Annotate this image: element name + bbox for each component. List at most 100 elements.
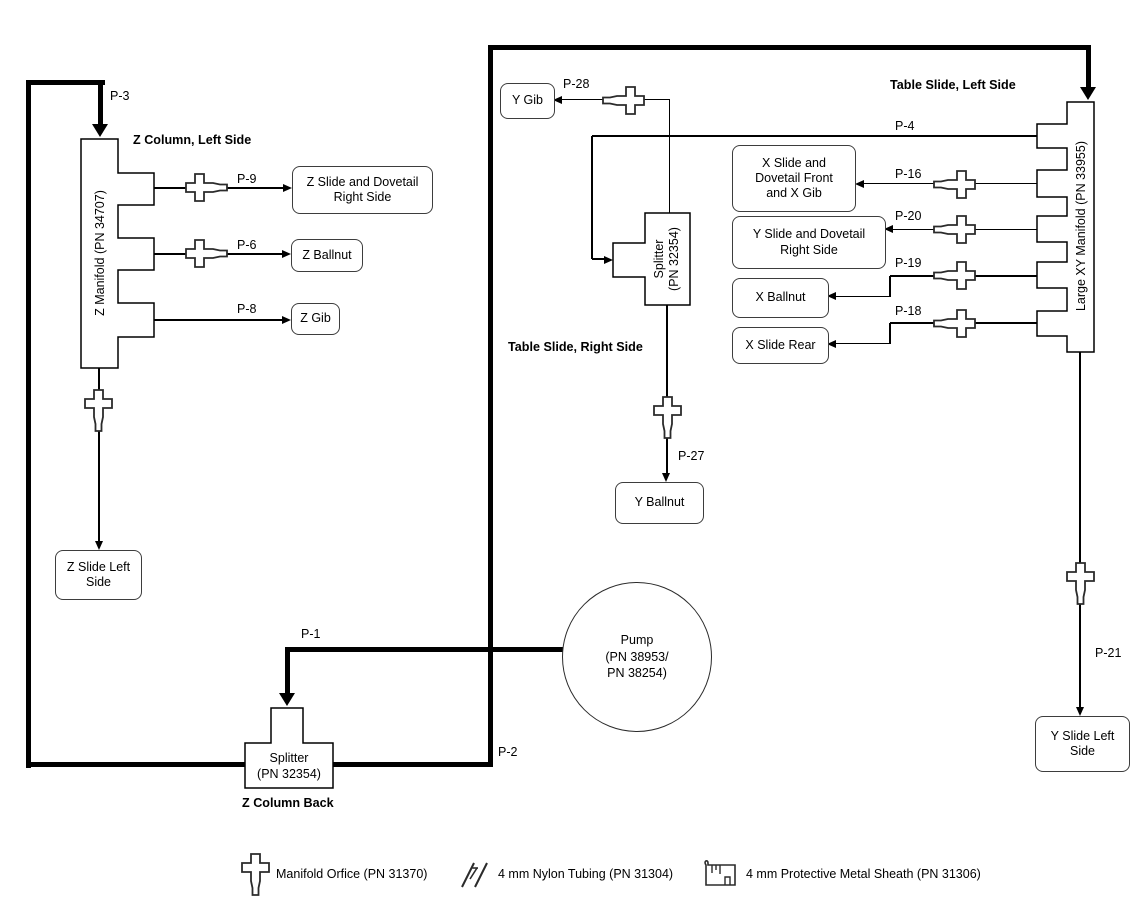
legend-label-manifold-orifice: Manifold Orfice (PN 31370) <box>276 867 428 881</box>
endpoint-label: and X Gib <box>766 186 822 201</box>
endpoint-y-slide-left: Y Slide Left Side <box>1035 716 1130 772</box>
pump-label-line2: (PN 38953/ <box>605 649 669 664</box>
endpoint-x-slide-rear: X Slide Rear <box>732 327 829 364</box>
pipe-label-p3: P-3 <box>110 89 130 103</box>
p8-arrowhead <box>282 315 291 324</box>
manifold-orifice-icon <box>933 215 976 244</box>
endpoint-label: Y Slide Left <box>1050 728 1115 743</box>
endpoint-z-slide-left: Z Slide Left Side <box>55 550 142 600</box>
endpoint-label: Z Slide Left <box>66 559 131 574</box>
pipe-p3-vertical <box>97 80 103 125</box>
pipe-label-p19: P-19 <box>895 256 922 270</box>
endpoint-x-ballnut: X Ballnut <box>732 278 829 318</box>
endpoint-label: Right Side <box>333 190 392 204</box>
pipe-p18-line-b <box>889 322 891 344</box>
splitter-z-back-shape <box>244 707 334 789</box>
endpoint-z-ballnut: Z Ballnut <box>291 239 363 272</box>
endpoint-label: X Slide Rear <box>745 337 816 352</box>
endpoint-label: Right Side <box>780 242 838 257</box>
splitter-z-back-label-line2: (PN 32354) <box>257 767 321 781</box>
pipe-label-p16: P-16 <box>895 167 922 181</box>
section-label-z-column-back: Z Column Back <box>242 796 334 810</box>
pump-label-line3: PN 38254) <box>607 666 667 681</box>
endpoint-label: Z Slide and Dovetail <box>306 174 419 189</box>
endpoint-x-slide-front: X Slide and Dovetail Front and X Gib <box>732 145 856 212</box>
endpoint-y-slide-right: Y Slide and Dovetail Right Side <box>732 216 886 269</box>
section-label-z-column-left: Z Column, Left Side <box>133 133 252 147</box>
supply-line-top-left-horizontal <box>26 80 105 85</box>
section-label-table-slide-right: Table Slide, Right Side <box>508 340 643 354</box>
supply-line-left-loop-vertical <box>26 80 31 768</box>
p16-arrowhead <box>855 179 864 188</box>
pump-label-line1: Pump <box>620 632 654 647</box>
manifold-orifice-icon <box>185 239 228 268</box>
endpoint-label: Dovetail Front <box>755 170 833 185</box>
splitter-table-bottom-line <box>666 305 668 475</box>
pipe-p2-horizontal-from-splitter <box>332 762 492 767</box>
pump-node: Pump (PN 38953/ PN 38254) <box>562 582 712 732</box>
manifold-orifice-icon <box>185 173 228 202</box>
splitter-table-label-line1: Splitter <box>652 239 666 279</box>
pipe-label-p9: P-9 <box>237 172 257 186</box>
pipe-label-p27: P-27 <box>678 449 705 463</box>
endpoint-label: X Slide and <box>762 155 826 170</box>
pipe-p4-horizontal <box>592 135 1037 137</box>
p9-arrowhead <box>283 183 292 192</box>
endpoint-y-gib: Y Gib <box>500 83 555 119</box>
pipe-p2-top-horizontal <box>487 45 1091 50</box>
endpoint-label: Side <box>85 575 112 589</box>
metal-sheath-icon <box>704 860 736 886</box>
splitter-table-label-line2: (PN 32354) <box>667 227 681 291</box>
pipe-p19-line-c <box>830 295 890 298</box>
endpoint-label: Z Ballnut <box>302 247 352 262</box>
endpoint-label: Z Gib <box>300 311 331 326</box>
endpoint-label: X Ballnut <box>755 290 806 305</box>
xy-manifold-shape <box>1036 101 1095 353</box>
splitter-z-back-label-line1: Splitter <box>269 750 309 765</box>
manifold-orifice-icon <box>1066 562 1095 605</box>
pipe-p8-line <box>154 319 284 321</box>
manifold-orifice-icon <box>653 396 682 439</box>
p2-arrowhead <box>1080 87 1096 100</box>
pipe-label-p20: P-20 <box>895 209 922 223</box>
supply-line-bottom-horizontal <box>26 762 248 767</box>
z-slide-left-arrowhead <box>94 541 103 550</box>
endpoint-label: Y Slide and Dovetail <box>752 227 866 242</box>
pipe-p1-vertical <box>284 647 290 694</box>
p6-arrowhead <box>282 249 291 258</box>
p27-arrowhead <box>662 473 671 482</box>
pipe-p21-line <box>1079 350 1081 709</box>
manifold-orifice-icon <box>602 86 645 115</box>
splitter-z-back-label: Splitter (PN 32354) <box>245 745 333 787</box>
manifold-orifice-icon <box>84 389 113 432</box>
splitter-table-top-riser <box>668 99 671 213</box>
pipe-p19-line-b <box>889 276 891 297</box>
section-label-table-slide-left: Table Slide, Left Side <box>890 78 1016 92</box>
pipe-p4-stub <box>592 258 606 260</box>
pipe-label-p2: P-2 <box>498 745 518 759</box>
pipe-label-p18: P-18 <box>895 304 922 318</box>
legend-label-metal-sheath: 4 mm Protective Metal Sheath (PN 31306) <box>746 867 981 881</box>
pipe-p4-vertical <box>591 136 593 259</box>
pipe-p18-line-c <box>830 342 890 345</box>
p28-arrowhead <box>553 95 562 104</box>
pipe-label-p8: P-8 <box>237 302 257 316</box>
endpoint-z-slide-dovetail-right: Z Slide and Dovetail Right Side <box>292 166 433 214</box>
endpoint-label: Y Ballnut <box>634 495 685 510</box>
p21-arrowhead <box>1075 707 1084 716</box>
p4-arrowhead <box>604 255 613 264</box>
endpoint-z-gib: Z Gib <box>291 303 340 335</box>
legend-label-nylon-tubing: 4 mm Nylon Tubing (PN 31304) <box>498 867 674 881</box>
manifold-orifice-icon <box>933 261 976 290</box>
pipe-label-p21: P-21 <box>1095 646 1122 660</box>
p19-arrowhead <box>827 291 836 300</box>
endpoint-y-ballnut: Y Ballnut <box>615 482 704 524</box>
pipe-label-p4: P-4 <box>895 119 915 133</box>
pipe-label-p28: P-28 <box>563 77 590 91</box>
xy-manifold-label: Large XY Manifold (PN 33955) <box>1073 141 1087 312</box>
z-manifold-label: Z Manifold (PN 34707) <box>92 190 107 316</box>
pipe-label-p1: P-1 <box>301 627 321 641</box>
pipe-p2-drop-to-manifold <box>1085 45 1091 88</box>
manifold-orifice-icon <box>933 170 976 199</box>
